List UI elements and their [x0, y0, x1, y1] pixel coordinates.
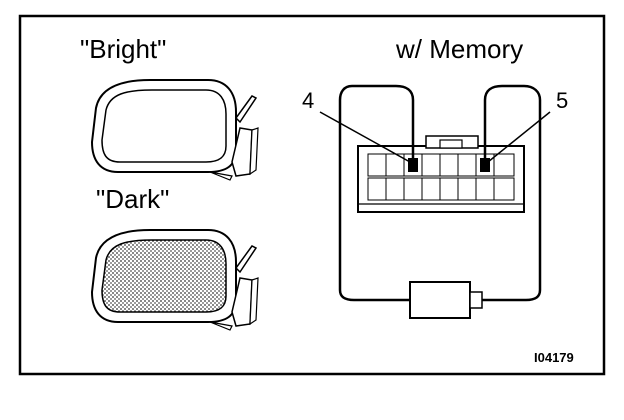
terminal-5 [480, 158, 490, 172]
pin-4-leader [319, 111, 411, 163]
label-pin-5: 5 [556, 88, 568, 113]
label-bright: "Bright" [80, 34, 166, 64]
figure-code: I04179 [534, 350, 574, 365]
label-pin-4: 4 [302, 88, 314, 113]
test-wires [338, 84, 542, 302]
label-memory: w/ Memory [395, 34, 523, 64]
label-dark: "Dark" [96, 184, 169, 214]
mirror-bright [90, 79, 259, 181]
mirror-dark [90, 229, 259, 331]
terminal-4 [408, 158, 418, 172]
pin-5-leader [487, 111, 551, 163]
battery [409, 281, 483, 319]
memory-connector [357, 135, 525, 213]
figure-frame [18, 14, 606, 376]
